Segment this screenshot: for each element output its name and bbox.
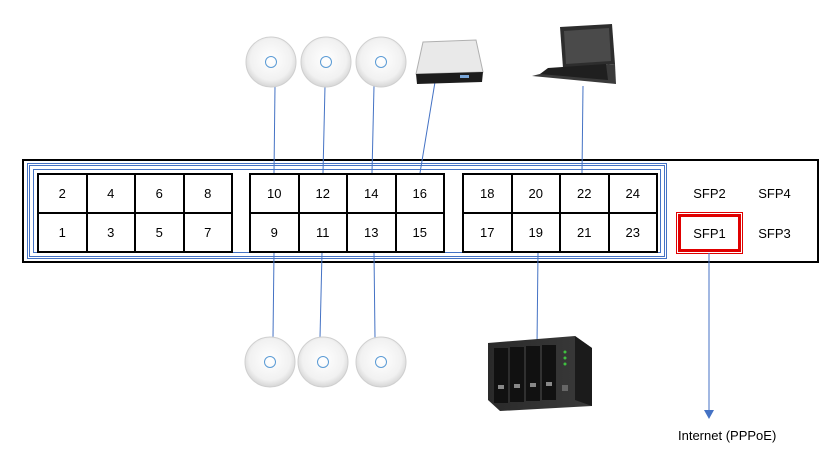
port-24: 24 (608, 174, 657, 213)
network-appliance-icon (415, 39, 484, 84)
port-sfp4: SFP4 (758, 185, 791, 201)
link-ap-port-12 (322, 85, 326, 174)
port-1: 1 (38, 213, 87, 252)
access-point-icon (245, 36, 297, 88)
link-gateway-port-16 (419, 81, 436, 174)
link-ap-port-11 (319, 252, 323, 339)
laptop-icon (532, 24, 616, 84)
port-group-2: 10 12 14 16 9 11 13 15 (249, 173, 445, 253)
port-11: 11 (298, 213, 347, 252)
port-22: 22 (560, 174, 609, 213)
port-6: 6 (135, 174, 184, 213)
port-10: 10 (250, 174, 299, 213)
access-point-icon (355, 336, 407, 388)
port-12: 12 (298, 174, 347, 213)
link-ap-port-9 (272, 252, 275, 339)
internet-uplink-label: Internet (PPPoE) (678, 428, 777, 443)
internet-arrowhead (704, 410, 714, 419)
port-15: 15 (395, 213, 444, 252)
port-21: 21 (560, 213, 609, 252)
nas-icon (488, 336, 592, 411)
port-13: 13 (347, 213, 396, 252)
link-ap-port-13 (373, 252, 376, 339)
port-20: 20 (511, 174, 560, 213)
port-sfp2: SFP2 (693, 185, 726, 201)
port-18: 18 (463, 174, 512, 213)
port-19: 19 (511, 213, 560, 252)
port-16: 16 (395, 174, 444, 213)
link-nas-port-19 (536, 252, 539, 346)
port-23: 23 (608, 213, 657, 252)
port-9: 9 (250, 213, 299, 252)
access-point-icon (300, 36, 352, 88)
port-5: 5 (135, 213, 184, 252)
link-ap-port-14 (371, 85, 375, 174)
port-2: 2 (38, 174, 87, 213)
link-laptop-port-22 (581, 85, 584, 174)
port-3: 3 (86, 213, 135, 252)
port-14: 14 (347, 174, 396, 213)
port-8: 8 (183, 174, 232, 213)
link-ap-port-10 (273, 85, 276, 174)
switch-port-bank-outline (27, 163, 667, 259)
port-sfp3: SFP3 (758, 225, 791, 241)
port-group-3: 18 20 22 24 17 19 21 23 (462, 173, 658, 253)
access-point-icon (297, 336, 349, 388)
access-point-icon (355, 36, 407, 88)
port-4: 4 (86, 174, 135, 213)
access-point-icon (244, 336, 296, 388)
port-17: 17 (463, 213, 512, 252)
port-group-1: 2 4 6 8 1 3 5 7 (37, 173, 233, 253)
port-7: 7 (183, 213, 232, 252)
